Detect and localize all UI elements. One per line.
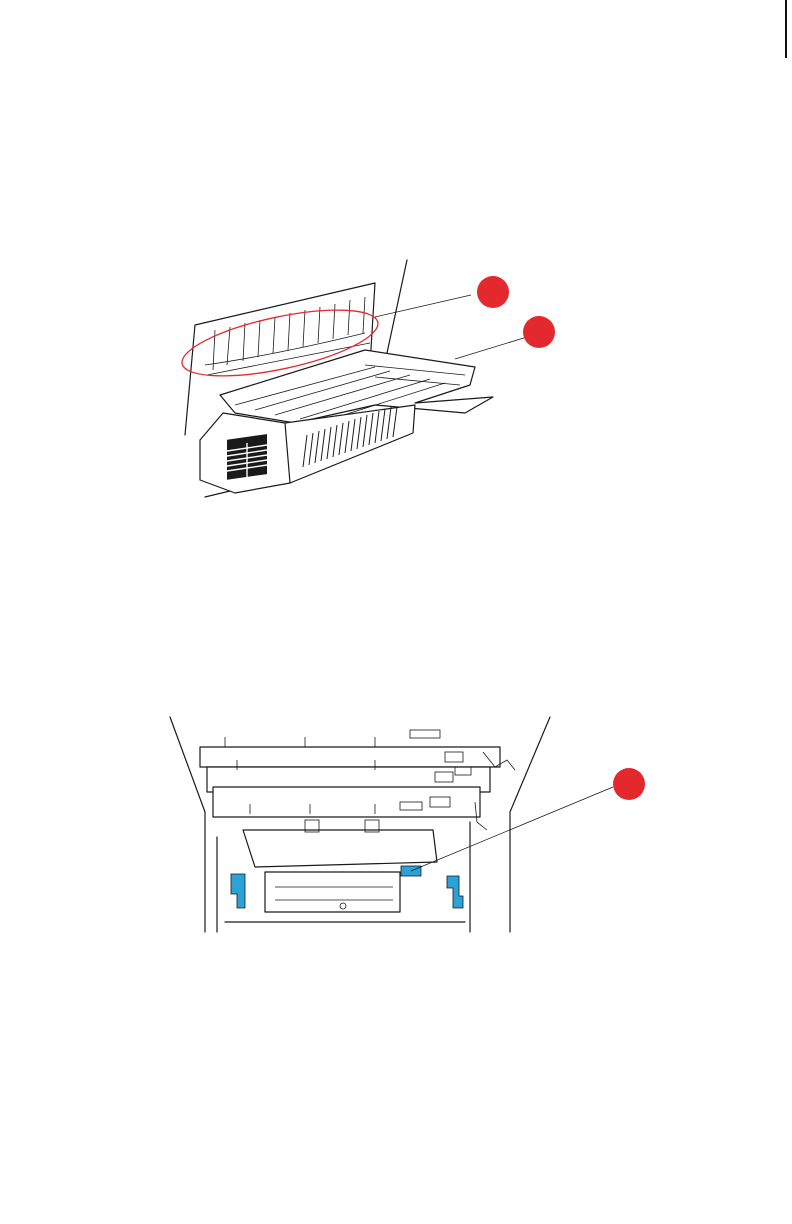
callout-3-icon <box>613 768 645 800</box>
output-tray <box>220 350 493 423</box>
lid-right-edge <box>510 717 550 932</box>
open-lid-fuser-illustration <box>165 712 665 934</box>
base-edge <box>205 491 230 497</box>
lid-panel-1 <box>200 747 500 767</box>
rear-output-tray-drawing <box>175 255 535 505</box>
left-blue-lever-icon <box>231 874 245 908</box>
fuser-unit <box>265 872 400 912</box>
rear-output-tray-illustration <box>175 255 535 505</box>
leader-line-2 <box>455 337 527 359</box>
fuser-cover <box>243 830 437 867</box>
callout-2-icon <box>523 316 555 348</box>
open-panel-edge <box>387 260 407 353</box>
page-edge-rule <box>785 0 787 58</box>
open-lid-fuser-drawing <box>165 712 665 934</box>
lid-panel-3 <box>213 787 480 817</box>
callout-1-icon <box>477 276 509 308</box>
left-vent-grille <box>227 434 267 480</box>
leader-line-1 <box>375 295 471 317</box>
right-blue-lever-icon <box>447 876 463 908</box>
